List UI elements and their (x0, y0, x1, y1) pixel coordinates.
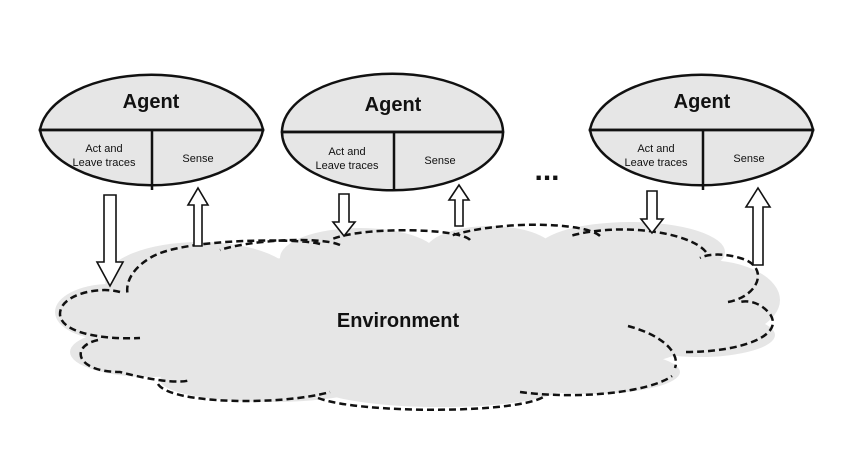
sense-arrow-up-icon (744, 186, 772, 266)
agent-3: Agent Act and Leave traces Sense (588, 73, 815, 190)
act-arrow-down-icon (639, 190, 665, 235)
act-arrow-down-icon (95, 194, 125, 288)
more-agents-ellipsis: ... (534, 154, 559, 187)
agent-title: Agent (123, 91, 180, 113)
agent-2: Agent Act and Leave traces Sense (280, 72, 505, 192)
act-arrow-down-icon (331, 193, 357, 238)
sense-arrow-up-icon (447, 183, 471, 227)
agent-title: Agent (674, 91, 731, 113)
agent-1: Agent Act and Leave traces Sense (38, 73, 265, 190)
environment-cloud (55, 222, 780, 411)
sense-arrow-up-icon (186, 186, 210, 247)
sense-label: Sense (424, 155, 455, 167)
act-label-line2: Leave traces (625, 157, 688, 169)
environment-label: Environment (337, 310, 460, 332)
act-label-line1: Act and (328, 146, 365, 158)
sense-label: Sense (733, 153, 764, 165)
act-label-line2: Leave traces (316, 160, 379, 172)
act-label-line1: Act and (85, 143, 122, 155)
agent-title: Agent (365, 94, 422, 116)
sense-label: Sense (182, 153, 213, 165)
act-label-line2: Leave traces (73, 157, 136, 169)
act-label-line1: Act and (637, 143, 674, 155)
